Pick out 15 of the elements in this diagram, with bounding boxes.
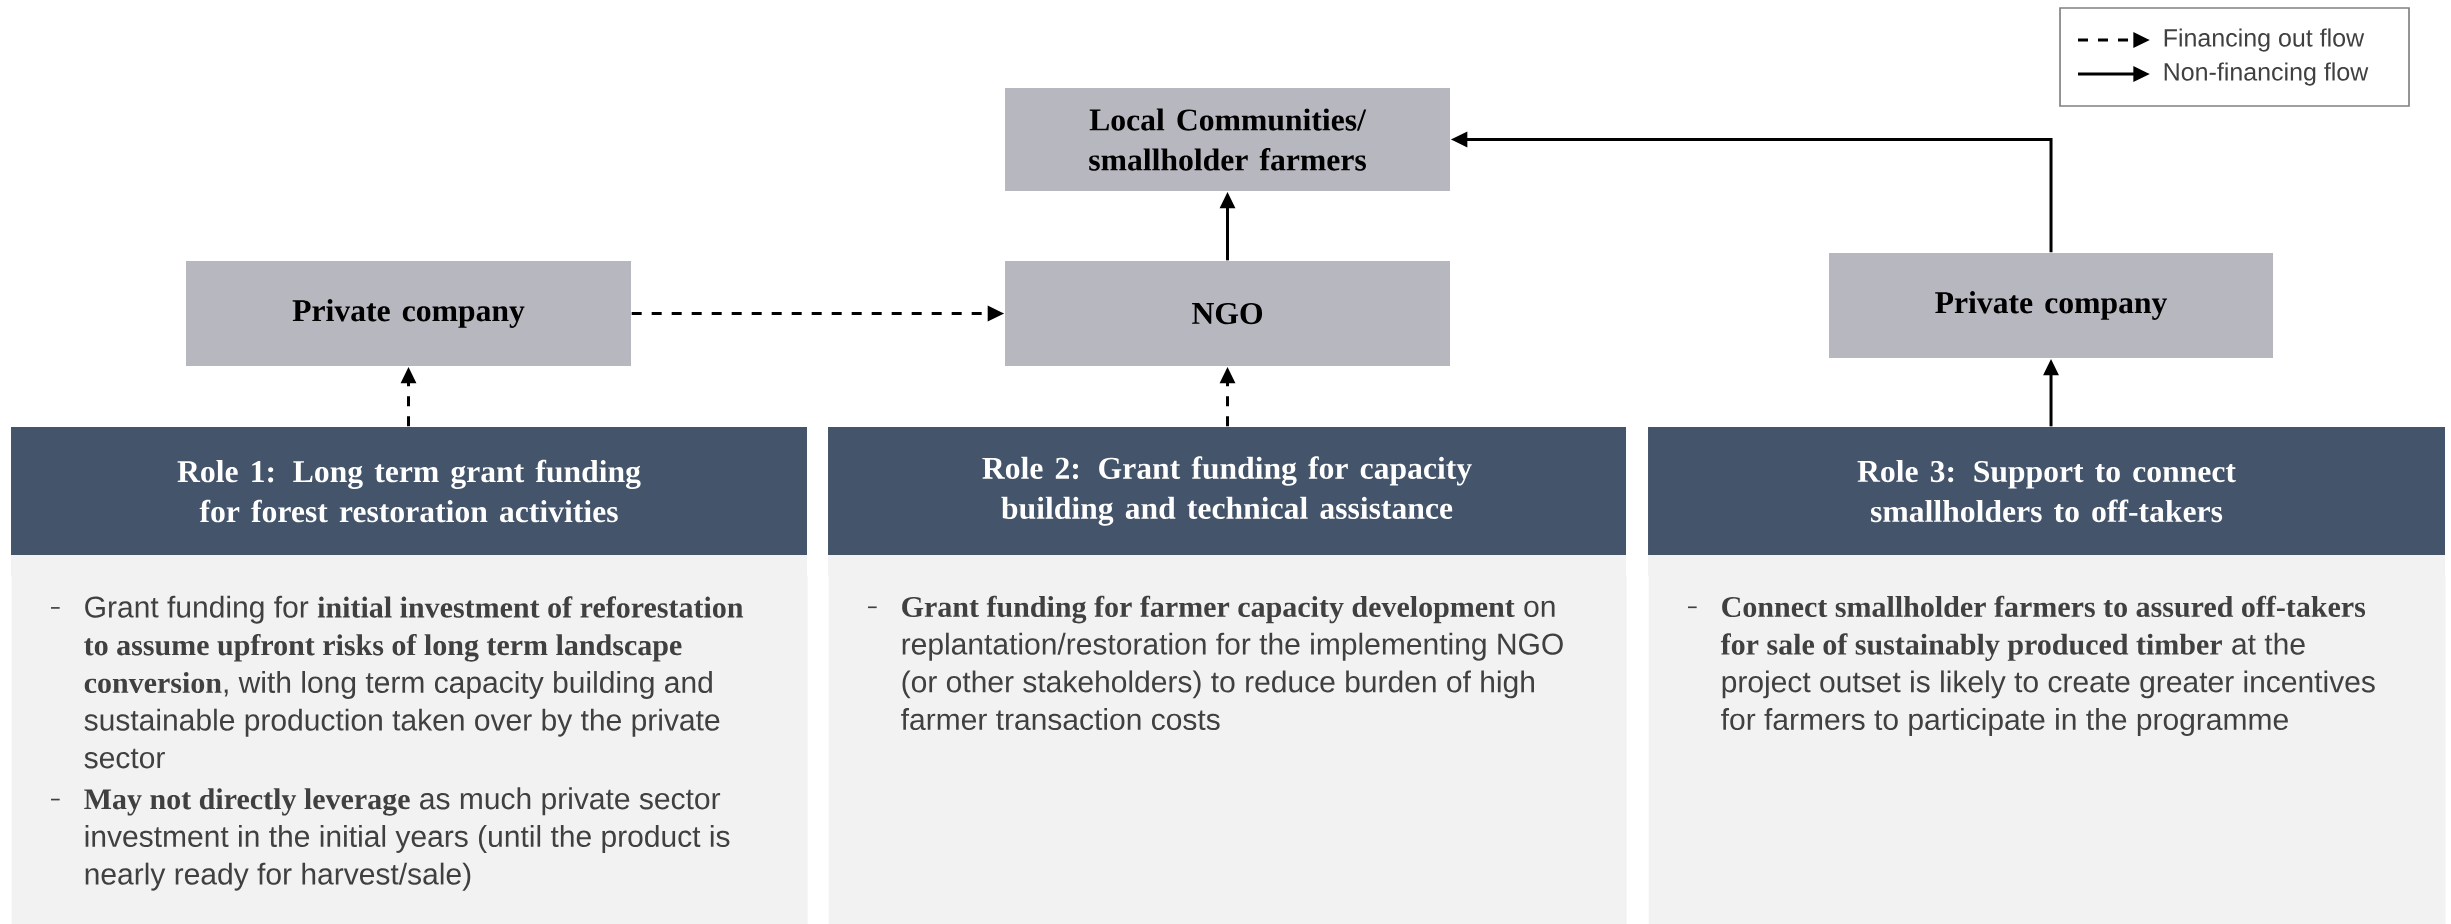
text-panel xyxy=(1648,555,2446,924)
bullet-text: May not directly leverage as much private sector investment in the initial years (until the product is nearly ready for harvest/sale) xyxy=(84,787,730,891)
bullet-text: Connect smallholder farmers to assured off-takers for sale of sustainably produced timber at the project outset is likely to create greater incentives for farmers to participate in the programme xyxy=(1720,595,2375,736)
text-panel xyxy=(11,555,808,924)
entity-box: Local Communities/ smallholder farmers xyxy=(1005,88,1450,191)
entity-box: Private company xyxy=(186,261,631,366)
role-header: Role 1: Long term grant funding for forest restoration activities xyxy=(11,427,807,555)
entity-box: Private company xyxy=(1829,253,2273,358)
bullet-text: Grant funding for farmer capacity development on replantation/restoration for the implementing NGO (or other stakeholders) to reduce burden of high farmer transaction costs xyxy=(901,595,1563,731)
role-header: Role 2: Grant funding for capacity building and technical assistance xyxy=(828,427,1626,555)
entity-box: NGO xyxy=(1005,261,1450,366)
text-panel xyxy=(828,555,1627,924)
legend-text: Non-financing flow xyxy=(2164,62,2369,86)
legend-text: Financing out flow xyxy=(2164,28,2365,52)
role-header: Role 3: Support to connect smallholders to off-takers xyxy=(1648,427,2445,555)
